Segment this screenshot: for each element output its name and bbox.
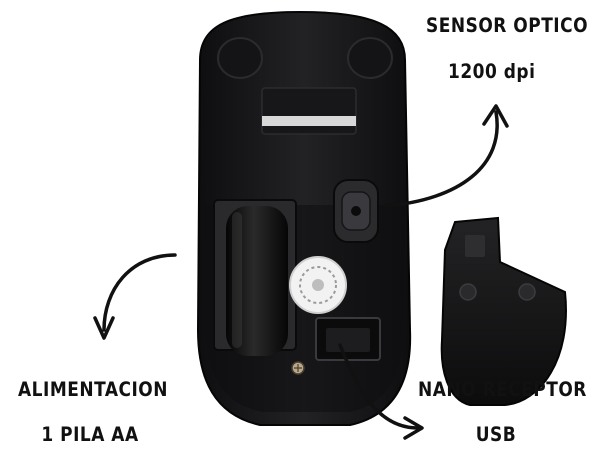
sticker-seal (289, 256, 347, 314)
label-power-title: ALIMENTACION (18, 378, 168, 402)
label-receiver-usb: USB (475, 423, 517, 447)
aa-battery (226, 206, 288, 356)
label-sensor-title: SENSOR OPTICO (426, 14, 589, 38)
nano-receiver-slot (315, 317, 381, 361)
screw (291, 361, 305, 375)
label-receiver-title: NANO RECEPTOR (418, 378, 587, 402)
optical-sensor (333, 179, 379, 243)
label-power-battery: 1 PILA AA (41, 423, 139, 447)
label-sensor-dpi: 1200 dpi (448, 60, 536, 84)
arrow-to-receiver (338, 343, 424, 440)
arrow-to-sensor (383, 104, 509, 208)
arrow-to-battery (93, 253, 177, 340)
battery-cover (440, 216, 567, 406)
